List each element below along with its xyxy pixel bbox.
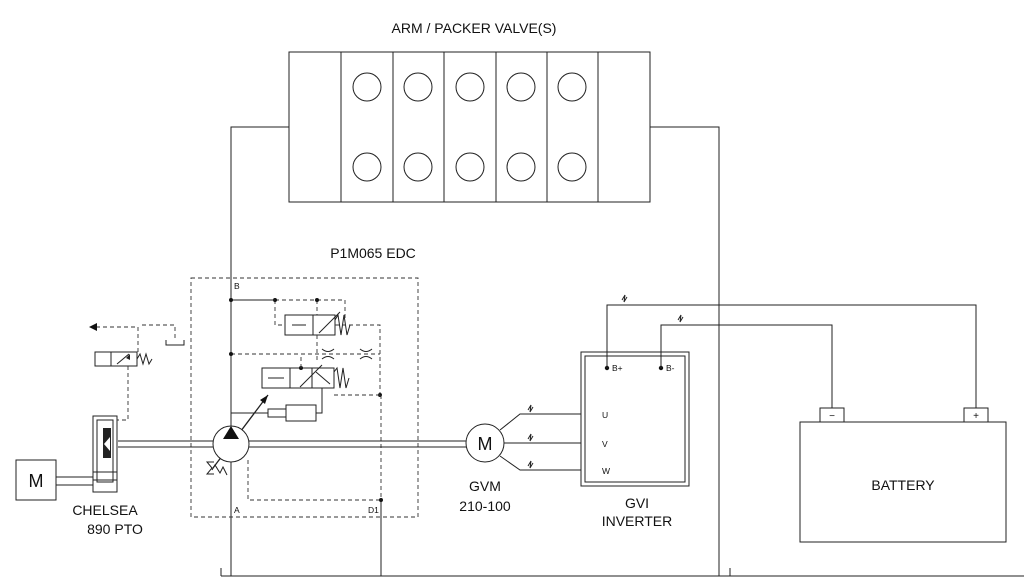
dc-cables <box>606 294 977 408</box>
drive-shafts <box>118 440 466 448</box>
inverter-box <box>580 351 690 487</box>
port-d1-label: D1 <box>368 505 379 515</box>
pump-controls <box>212 298 383 502</box>
inverter-v: V <box>602 439 608 449</box>
battery-negative-terminal: − <box>829 411 835 422</box>
inverter-b-plus: B+ <box>612 363 623 373</box>
inverter-w: W <box>602 466 610 476</box>
battery <box>799 407 1007 543</box>
valve-ports-top <box>352 72 587 102</box>
pto-assembly <box>89 323 185 493</box>
engine-symbol: M <box>29 471 44 491</box>
inverter-u: U <box>602 410 608 420</box>
inverter-label-line1: GVI <box>625 495 649 511</box>
port-b-label: B <box>234 281 240 291</box>
motor-symbol: M <box>478 434 493 454</box>
pump-boundary <box>190 277 419 518</box>
inverter-b-minus: B- <box>666 363 675 373</box>
pump-title: P1M065 EDC <box>330 245 416 261</box>
motor-label-line2: 210-100 <box>459 498 511 514</box>
valve-bank-title: ARM / PACKER VALVE(S) <box>392 20 557 36</box>
valve-bank <box>288 51 651 203</box>
variable-pump-symbol <box>205 425 250 476</box>
engine-box: M <box>15 459 93 501</box>
port-a-label: A <box>234 505 240 515</box>
pto-label-line2: 890 PTO <box>87 521 143 537</box>
pto-label-line1: CHELSEA <box>72 502 138 518</box>
electric-motor: M <box>465 423 505 463</box>
battery-positive-terminal: + <box>973 411 979 422</box>
valve-ports-bottom <box>352 152 587 182</box>
inverter-label-line2: INVERTER <box>602 513 673 529</box>
motor-label-line1: GVM <box>469 478 501 494</box>
hydraulic-lines <box>220 126 1024 577</box>
battery-label: BATTERY <box>871 477 935 493</box>
